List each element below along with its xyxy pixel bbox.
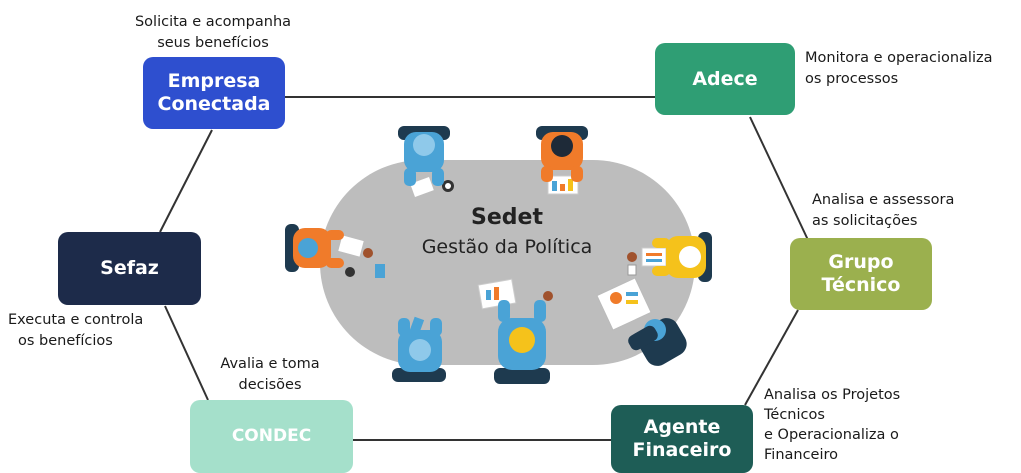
node-empresa-conectada[interactable]: Empresa Conectada bbox=[143, 57, 285, 129]
line-adece-grupo bbox=[749, 116, 809, 241]
person-top-left bbox=[398, 126, 450, 186]
connector-lines bbox=[159, 96, 809, 441]
agente-caption: Analisa os Projetos Técnicos e Operacion… bbox=[764, 387, 901, 463]
node-sefaz[interactable]: Sefaz bbox=[58, 232, 201, 305]
line-sefaz-condec bbox=[164, 305, 209, 401]
person-right bbox=[652, 232, 712, 282]
empresa-caption: Solicita e acompanha seus benefícios bbox=[134, 14, 292, 51]
node-adece[interactable]: Adece bbox=[655, 43, 795, 115]
node-agente-financeiro[interactable]: Agente Finaceiro bbox=[611, 405, 753, 473]
condec-caption: Avalia e toma decisões bbox=[220, 356, 320, 393]
node-condec[interactable]: CONDEC bbox=[190, 400, 353, 473]
person-bottom-center bbox=[494, 300, 550, 384]
person-bottom-right bbox=[628, 318, 687, 366]
person-left bbox=[285, 224, 344, 272]
meeting-table bbox=[320, 160, 695, 365]
line-grupo-agente bbox=[744, 309, 799, 406]
center-title: Sedet bbox=[471, 205, 543, 230]
center-subtitle: Gestão da Política bbox=[421, 236, 593, 258]
node-grupo-tecnico[interactable]: Grupo Técnico bbox=[790, 238, 932, 310]
person-bottom-left bbox=[392, 318, 446, 382]
sefaz-caption: Executa e controla os benefícios bbox=[8, 312, 144, 349]
line-empresa-sefaz bbox=[159, 129, 213, 233]
person-top-right bbox=[536, 126, 588, 182]
grupo-caption: Analisa e assessora as solicitações bbox=[812, 192, 955, 229]
adece-caption: Monitora e operacionaliza os processos bbox=[805, 50, 993, 87]
